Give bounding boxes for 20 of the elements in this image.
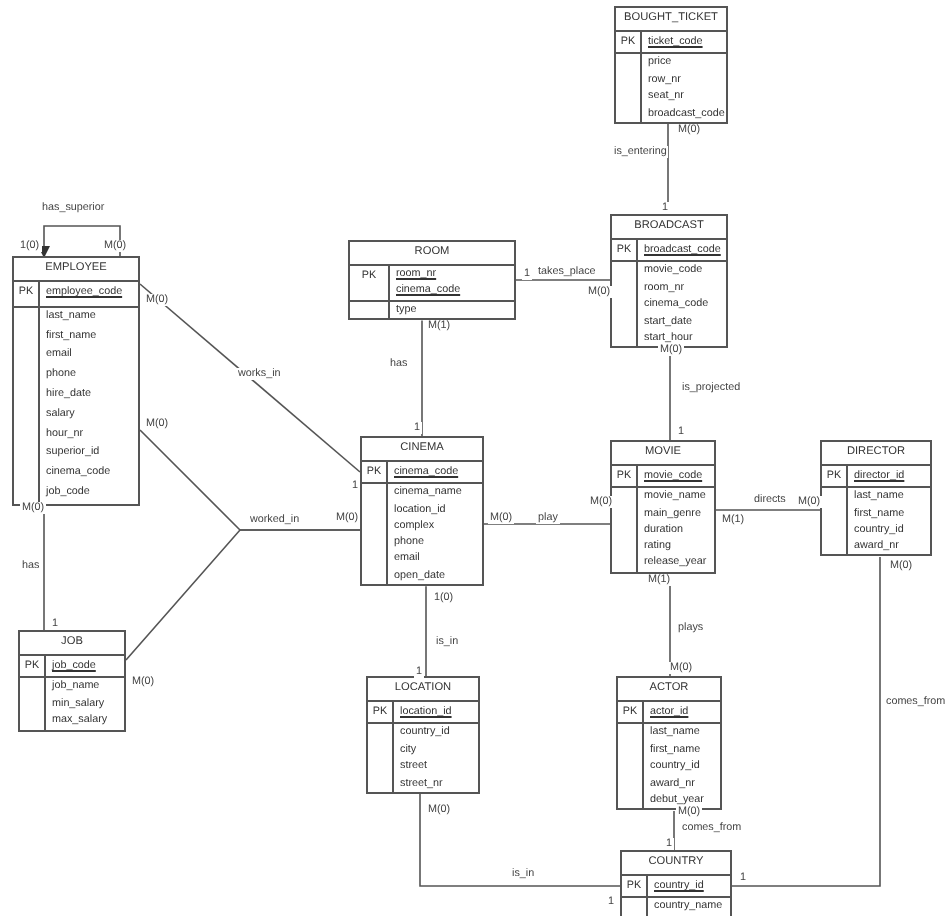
- entity-table: [348, 240, 516, 321]
- entity-table: [610, 440, 716, 574]
- relationship-line: [483, 523, 611, 525]
- relationship-line: [125, 529, 361, 661]
- entity-table: [614, 6, 728, 125]
- relationship-line: [731, 556, 881, 887]
- relationship-line: [421, 319, 423, 437]
- relationship-line: [715, 509, 821, 511]
- relationship-line: [419, 793, 621, 887]
- relationship-line: [515, 279, 611, 281]
- entity-table: [820, 440, 932, 557]
- relationship-line: [425, 585, 427, 677]
- entity-table: [366, 676, 480, 795]
- arrow: [38, 225, 121, 258]
- entity-table: [360, 436, 484, 587]
- entity-table: [620, 850, 732, 916]
- entity-table: [12, 256, 140, 506]
- relationship-line: [139, 283, 361, 473]
- entity-table: [18, 630, 126, 732]
- relationship-line: [673, 810, 675, 851]
